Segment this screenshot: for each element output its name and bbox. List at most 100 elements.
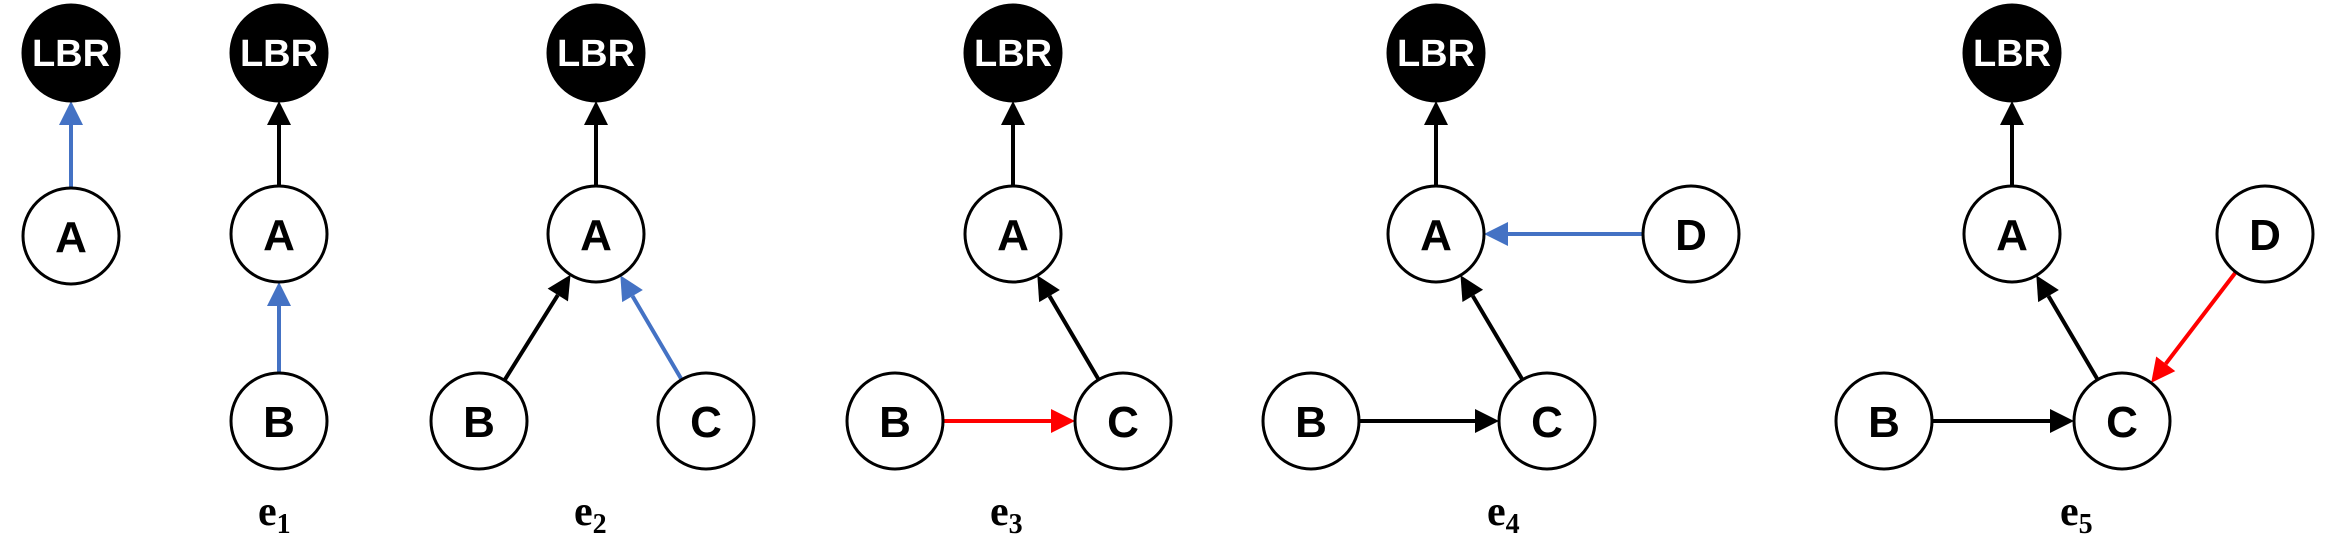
node-label: B [1868,398,1900,447]
caption-e5: e5 [2060,489,2093,540]
node-label: A [1996,211,2028,260]
node-label: B [1295,398,1327,447]
arrowhead [267,101,291,125]
node-e1-lbr: LBR [229,3,329,103]
node-circle [21,186,121,286]
arrowhead [584,101,608,125]
arrowhead [2151,356,2176,383]
node-label: B [463,398,495,447]
node-label: A [1420,211,1452,260]
edge-e4-d-to-a [1484,222,1643,246]
node-circle [1261,371,1361,471]
root-node-circle [546,3,646,103]
edge-p0-a-to-lbr [59,101,83,188]
node-label: C [1531,398,1563,447]
edge-e4-a-to-lbr [1424,101,1448,186]
root-node-circle [1386,3,1486,103]
node-circle [1834,371,1934,471]
node-circle [2072,371,2172,471]
node-e3-c: C [1073,371,1173,471]
node-e2-lbr: LBR [546,3,646,103]
node-circle [1386,184,1486,284]
node-circle [1497,371,1597,471]
node-e2-a: A [546,184,646,284]
node-label: C [1107,398,1139,447]
node-e4-c: C [1497,371,1597,471]
caption-e2: e2 [574,489,607,540]
edge-e2-b-to-a [502,274,571,382]
node-circle [229,371,329,471]
node-label: B [263,398,295,447]
arrowhead [1424,101,1448,125]
node-label: A [997,211,1029,260]
node-label: LBR [1397,33,1475,75]
node-label: A [580,211,612,260]
edge-line [2046,295,2100,381]
edge-e5-b-to-c [1932,409,2074,433]
edge-line [1047,295,1101,381]
node-label: B [879,398,911,447]
edge-e1-a-to-lbr [267,101,291,186]
arrowhead [2050,409,2074,433]
node-e3-b: B [845,371,945,471]
node-circle [1073,371,1173,471]
edge-line [502,293,560,382]
node-label: LBR [32,33,110,75]
root-node-circle [229,3,329,103]
arrowhead [267,282,291,306]
node-e5-c: C [2072,371,2172,471]
edge-line [630,295,684,381]
node-label: LBR [557,33,635,75]
node-e2-c: C [656,371,756,471]
node-circle [229,184,329,284]
node-label: A [263,211,295,260]
node-circle [2215,184,2315,284]
arrowhead [620,275,643,303]
edge-e4-c-to-a [1460,275,1525,381]
arrowhead [547,274,571,302]
node-circle [656,371,756,471]
edge-e2-c-to-a [620,275,684,381]
edge-e3-c-to-a [1037,275,1101,381]
node-circle [1641,184,1741,284]
node-e4-b: B [1261,371,1361,471]
node-e5-b: B [1834,371,1934,471]
edge-e5-a-to-lbr [2000,101,2024,186]
node-e4-d: D [1641,184,1741,284]
edge-e3-a-to-lbr [1001,101,1025,186]
edge-e2-a-to-lbr [584,101,608,186]
node-circle [546,184,646,284]
node-e1-b: B [229,371,329,471]
node-circle [429,371,529,471]
edge-e5-d-to-c [2151,270,2238,383]
arrowhead [1001,101,1025,125]
node-circle [845,371,945,471]
arrowhead [1475,409,1499,433]
arrowhead [1037,275,1060,303]
node-e4-lbr: LBR [1386,3,1486,103]
edge-e1-b-to-a [267,282,291,373]
node-e3-lbr: LBR [963,3,1063,103]
root-node-circle [963,3,1063,103]
root-node-circle [1962,3,2062,103]
node-p0-a: A [21,186,121,286]
edge-line [1471,294,1525,381]
edge-e5-c-to-a [2036,275,2100,381]
root-node-circle [21,3,121,103]
node-label: C [2106,398,2138,447]
arrowhead [1460,275,1484,303]
node-e2-b: B [429,371,529,471]
node-label: C [690,398,722,447]
arrowhead [2000,101,2024,125]
node-label: D [2249,211,2281,260]
edge-e4-b-to-c [1359,409,1499,433]
node-label: D [1675,211,1707,260]
edge-line [2164,270,2238,366]
node-p0-lbr: LBR [21,3,121,103]
node-e5-d: D [2215,184,2315,284]
node-e5-a: A [1962,184,2062,284]
arrowhead [59,101,83,125]
caption-e4: e4 [1487,489,1520,540]
